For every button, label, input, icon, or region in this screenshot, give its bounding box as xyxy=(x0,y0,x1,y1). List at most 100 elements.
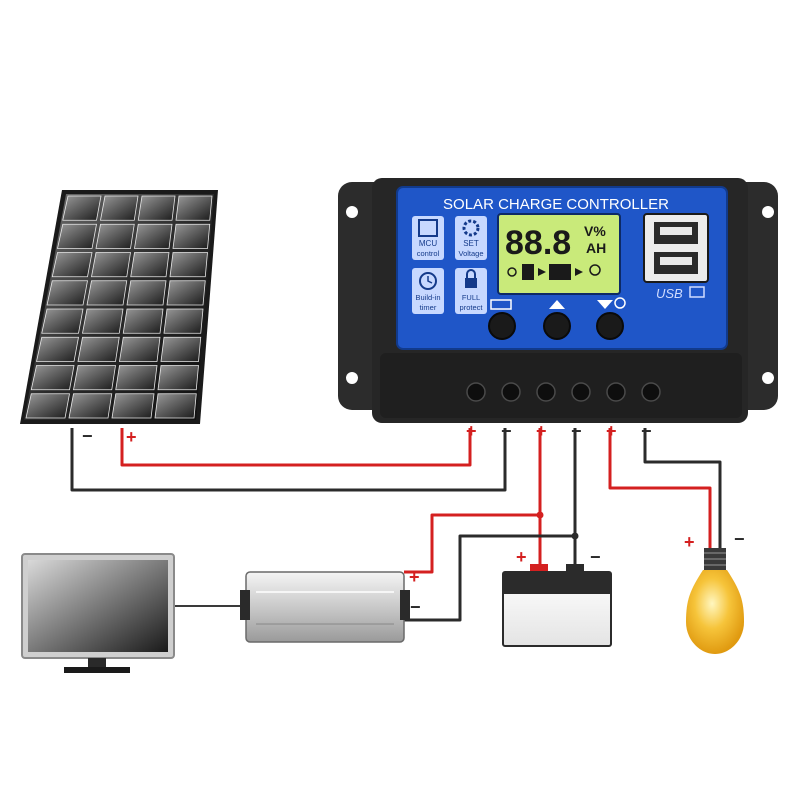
solar-panel xyxy=(20,190,218,424)
lcd-digits: 88.8 xyxy=(505,224,571,262)
gear-icon xyxy=(462,219,480,237)
mount-hole xyxy=(346,206,358,218)
terminal-strip xyxy=(380,353,742,418)
menu-button[interactable] xyxy=(488,312,516,340)
solar-cell xyxy=(41,308,84,334)
solar-cell xyxy=(134,223,173,249)
feature-label: FULL xyxy=(462,293,480,302)
panel-plus-sign: + xyxy=(126,427,137,447)
solar-cell xyxy=(73,365,116,391)
solar-cell xyxy=(166,280,206,306)
terminal-screw xyxy=(641,382,661,402)
lcd-unit-top: V% xyxy=(584,223,606,239)
up-button[interactable] xyxy=(543,312,571,340)
solar-cell xyxy=(36,336,79,362)
solar-cell xyxy=(154,393,197,419)
solar-cell xyxy=(57,223,97,249)
inverter-negative-wire xyxy=(404,534,575,622)
mount-hole xyxy=(762,372,774,384)
feature-label: SET xyxy=(463,239,479,248)
load-positive-wire xyxy=(608,428,712,550)
terminal-minus-sign: − xyxy=(501,421,512,441)
panel-minus-sign: − xyxy=(82,426,93,446)
solar-cell xyxy=(126,280,167,306)
lock-icon xyxy=(465,278,477,288)
terminal-screw xyxy=(606,382,626,402)
terminals xyxy=(466,382,661,402)
lcd-arrow-icon xyxy=(538,268,546,276)
terminal-minus-sign: − xyxy=(641,421,652,441)
solar-cell xyxy=(100,195,139,221)
feature-label: Build-in xyxy=(415,293,440,302)
lcd-panel-icon xyxy=(522,264,534,280)
lcd-arrow-icon xyxy=(575,268,583,276)
terminal-plus-sign: + xyxy=(536,421,547,441)
feature-mcu-control: MCU control xyxy=(412,216,444,260)
solar-cell xyxy=(68,393,113,419)
solar-cell xyxy=(169,252,208,278)
feature-label: timer xyxy=(420,303,437,312)
bulb-plus-sign: + xyxy=(684,532,695,552)
solar-cell xyxy=(160,336,202,362)
charge-controller: SOLAR CHARGE CONTROLLER MCU control SET … xyxy=(338,178,778,423)
lcd-battery-icon xyxy=(549,264,571,280)
junction-negative xyxy=(571,532,579,540)
usb-ports: USB xyxy=(643,213,709,301)
solar-panel-cells xyxy=(25,195,213,419)
solar-cell xyxy=(137,195,176,221)
mount-hole xyxy=(346,372,358,384)
terminal-minus-sign: − xyxy=(571,421,582,441)
terminal-plus-sign: + xyxy=(606,421,617,441)
solar-cell xyxy=(91,252,131,278)
terminal-signs: + − + − + − xyxy=(466,421,652,441)
controller-title: SOLAR CHARGE CONTROLLER xyxy=(443,196,669,213)
terminal-plus-sign: + xyxy=(466,421,477,441)
wires xyxy=(70,428,722,622)
panel-positive-wire xyxy=(120,428,472,467)
battery-positive-terminal xyxy=(530,564,548,572)
solar-cell xyxy=(51,252,93,278)
feature-set-voltage: SET Voltage xyxy=(455,216,487,260)
bulb-minus-sign: − xyxy=(734,529,745,549)
solar-cell xyxy=(130,252,170,278)
bulb-small-icon xyxy=(614,297,626,309)
panel-negative-wire xyxy=(70,428,507,492)
inverter-plus-sign: + xyxy=(409,567,420,587)
usb-plug-icon xyxy=(689,286,705,298)
solar-cell xyxy=(157,365,199,391)
solar-cell xyxy=(62,195,102,221)
inverter: + − xyxy=(240,567,421,643)
chip-icon xyxy=(418,219,438,237)
feature-build-in-timer: Build-in timer xyxy=(412,268,444,314)
solar-cell xyxy=(115,365,158,391)
terminal-screw xyxy=(536,382,556,402)
solar-cell xyxy=(82,308,124,334)
feature-label: Voltage xyxy=(458,249,483,258)
down-button[interactable] xyxy=(596,312,624,340)
solar-cell xyxy=(111,393,155,419)
inverter-minus-sign: − xyxy=(410,597,421,617)
solar-cell xyxy=(163,308,204,334)
terminal-screw xyxy=(501,382,521,402)
solar-cell xyxy=(30,365,75,391)
usb-label: USB xyxy=(656,286,683,301)
solar-cell xyxy=(86,280,128,306)
up-triangle-icon xyxy=(549,300,565,309)
mount-hole xyxy=(762,206,774,218)
battery: + − xyxy=(502,547,612,647)
solar-cell xyxy=(25,393,70,419)
feature-label: control xyxy=(417,249,440,258)
inverter-positive-wire xyxy=(404,513,540,574)
load-negative-wire xyxy=(643,428,722,550)
solar-cell xyxy=(122,308,164,334)
solar-cell xyxy=(77,336,120,362)
solar-cell xyxy=(46,280,88,306)
feature-label: protect xyxy=(460,303,484,312)
lcd-display: 88.8 V% AH xyxy=(497,213,621,295)
down-triangle-icon xyxy=(597,300,613,309)
terminal-screw xyxy=(571,382,591,402)
battery-minus-sign: − xyxy=(590,547,601,567)
feature-full-protect: FULL protect xyxy=(455,268,487,314)
